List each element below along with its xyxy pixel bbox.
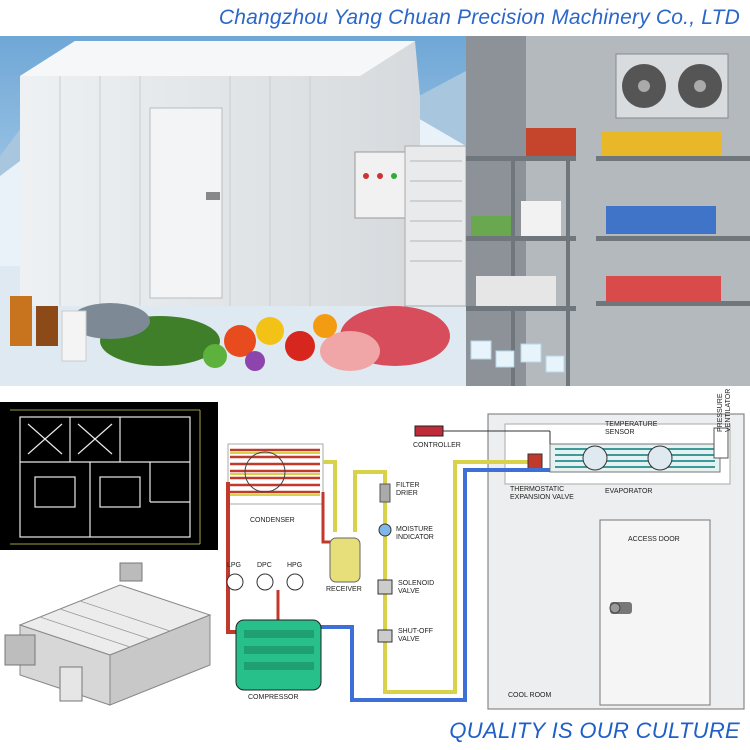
cold-room-interior-photo <box>466 36 750 386</box>
label-controller: CONTROLLER <box>413 442 461 449</box>
refrigeration-diagram-svg <box>220 402 750 714</box>
label-receiver: RECEIVER <box>326 586 362 593</box>
refrigeration-diagram: CONTROLLER TEMPERATURE SENSOR PRESSURE V… <box>220 389 750 714</box>
company-name: Changzhou Yang Chuan Precision Machinery… <box>218 6 740 29</box>
label-thermostatic-expansion-valve: THERMOSTATIC EXPANSION VALVE <box>510 486 574 501</box>
label-hpg: HPG <box>287 562 303 569</box>
label-lpg: LPG <box>227 562 242 569</box>
label-moisture-indicator: MOISTURE INDICATOR <box>396 526 434 541</box>
label-evaporator: EVAPORATOR <box>605 488 653 495</box>
label-dpc: DPC <box>257 562 272 569</box>
label-temperature-sensor: TEMPERATURE SENSOR <box>605 421 658 436</box>
cold-room-3d-render <box>0 555 218 713</box>
label-cool-room: COOL ROOM <box>508 692 552 699</box>
label-filter-drier: FILTER DRIER <box>396 482 420 497</box>
tagline: QUALITY IS OUR CULTURE <box>449 718 740 743</box>
label-shut-off-valve: SHUT-OFF VALVE <box>398 628 433 643</box>
label-compressor: COMPRESSOR <box>248 694 299 701</box>
label-access-door: ACCESS DOOR <box>628 536 680 543</box>
cold-room-exterior-photo <box>0 36 466 386</box>
compressor-shape <box>235 619 322 691</box>
label-pressure-ventilator: PRESSURE VENTILATOR <box>717 388 732 432</box>
label-solenoid-valve: SOLENOID VALVE <box>398 580 435 595</box>
cad-floor-plan <box>0 402 218 550</box>
label-condenser: CONDENSER <box>250 517 295 524</box>
